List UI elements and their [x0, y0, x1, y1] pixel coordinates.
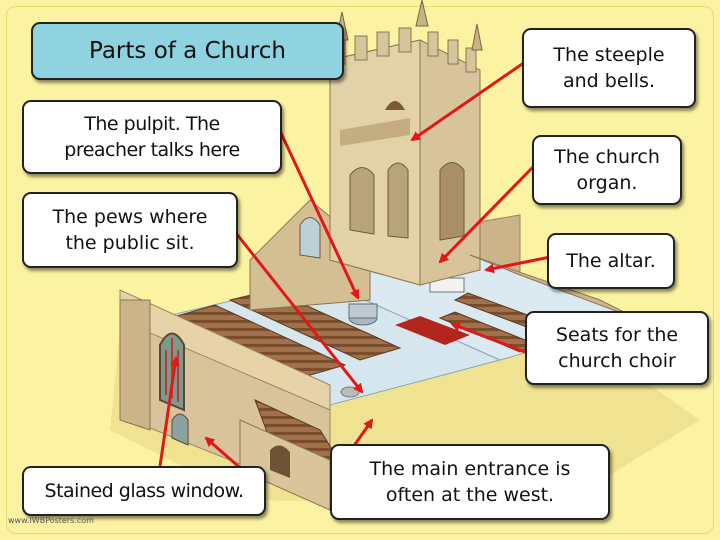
poster-title: Parts of a Church: [31, 22, 344, 80]
label-organ-text: The church organ.: [554, 144, 660, 196]
label-pulpit: The pulpit. The preacher talks here: [22, 100, 282, 174]
label-altar-text: The altar.: [566, 248, 656, 274]
label-entrance: The main entrance is often at the west.: [330, 444, 610, 520]
label-pulpit-text: The pulpit. The preacher talks here: [64, 111, 239, 163]
label-window-text: Stained glass window.: [45, 478, 244, 504]
label-organ: The church organ.: [532, 135, 682, 205]
label-choir: Seats for the church choir: [525, 311, 709, 385]
label-choir-text: Seats for the church choir: [556, 322, 678, 374]
poster-title-text: Parts of a Church: [89, 38, 286, 64]
label-steeple-text: The steeple and bells.: [553, 42, 664, 94]
label-entrance-text: The main entrance is often at the west.: [370, 456, 571, 508]
credit-text: www.IWBPosters.com: [8, 516, 94, 525]
label-window: Stained glass window.: [22, 466, 266, 516]
label-pews: The pews where the public sit.: [22, 192, 238, 268]
label-altar: The altar.: [547, 233, 675, 289]
label-pews-text: The pews where the public sit.: [53, 204, 208, 256]
label-steeple: The steeple and bells.: [522, 28, 696, 108]
